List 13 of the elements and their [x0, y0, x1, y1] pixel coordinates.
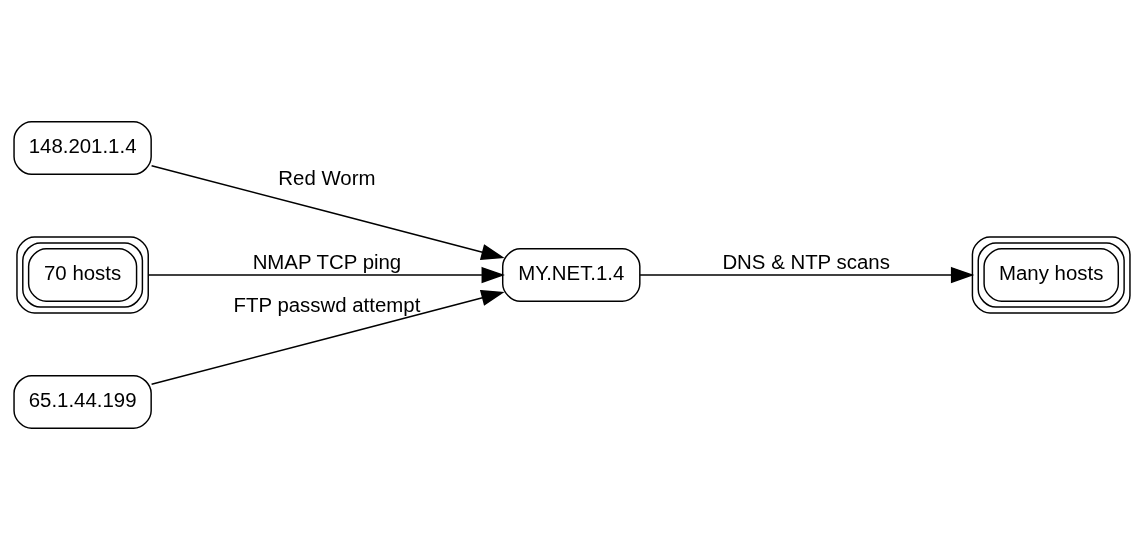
node-box: 65.1.44.199: [13, 374, 152, 429]
node-box: 70 hosts: [16, 236, 149, 314]
arrow: [639, 266, 975, 284]
arrow: [150, 290, 505, 385]
edge-label: FTP passwd attempt: [233, 293, 421, 316]
edge-label: NMAP TCP ping: [252, 251, 402, 274]
arrow: [147, 266, 505, 284]
node-box: 148.201.1.4: [13, 121, 152, 176]
node-box: MY.NET.1.4: [501, 248, 641, 302]
node-box: Many hosts: [971, 236, 1131, 314]
arrow: [150, 165, 505, 260]
edge-label: Red Worm: [278, 166, 376, 189]
edge-label: DNS & NTP scans: [722, 251, 890, 274]
